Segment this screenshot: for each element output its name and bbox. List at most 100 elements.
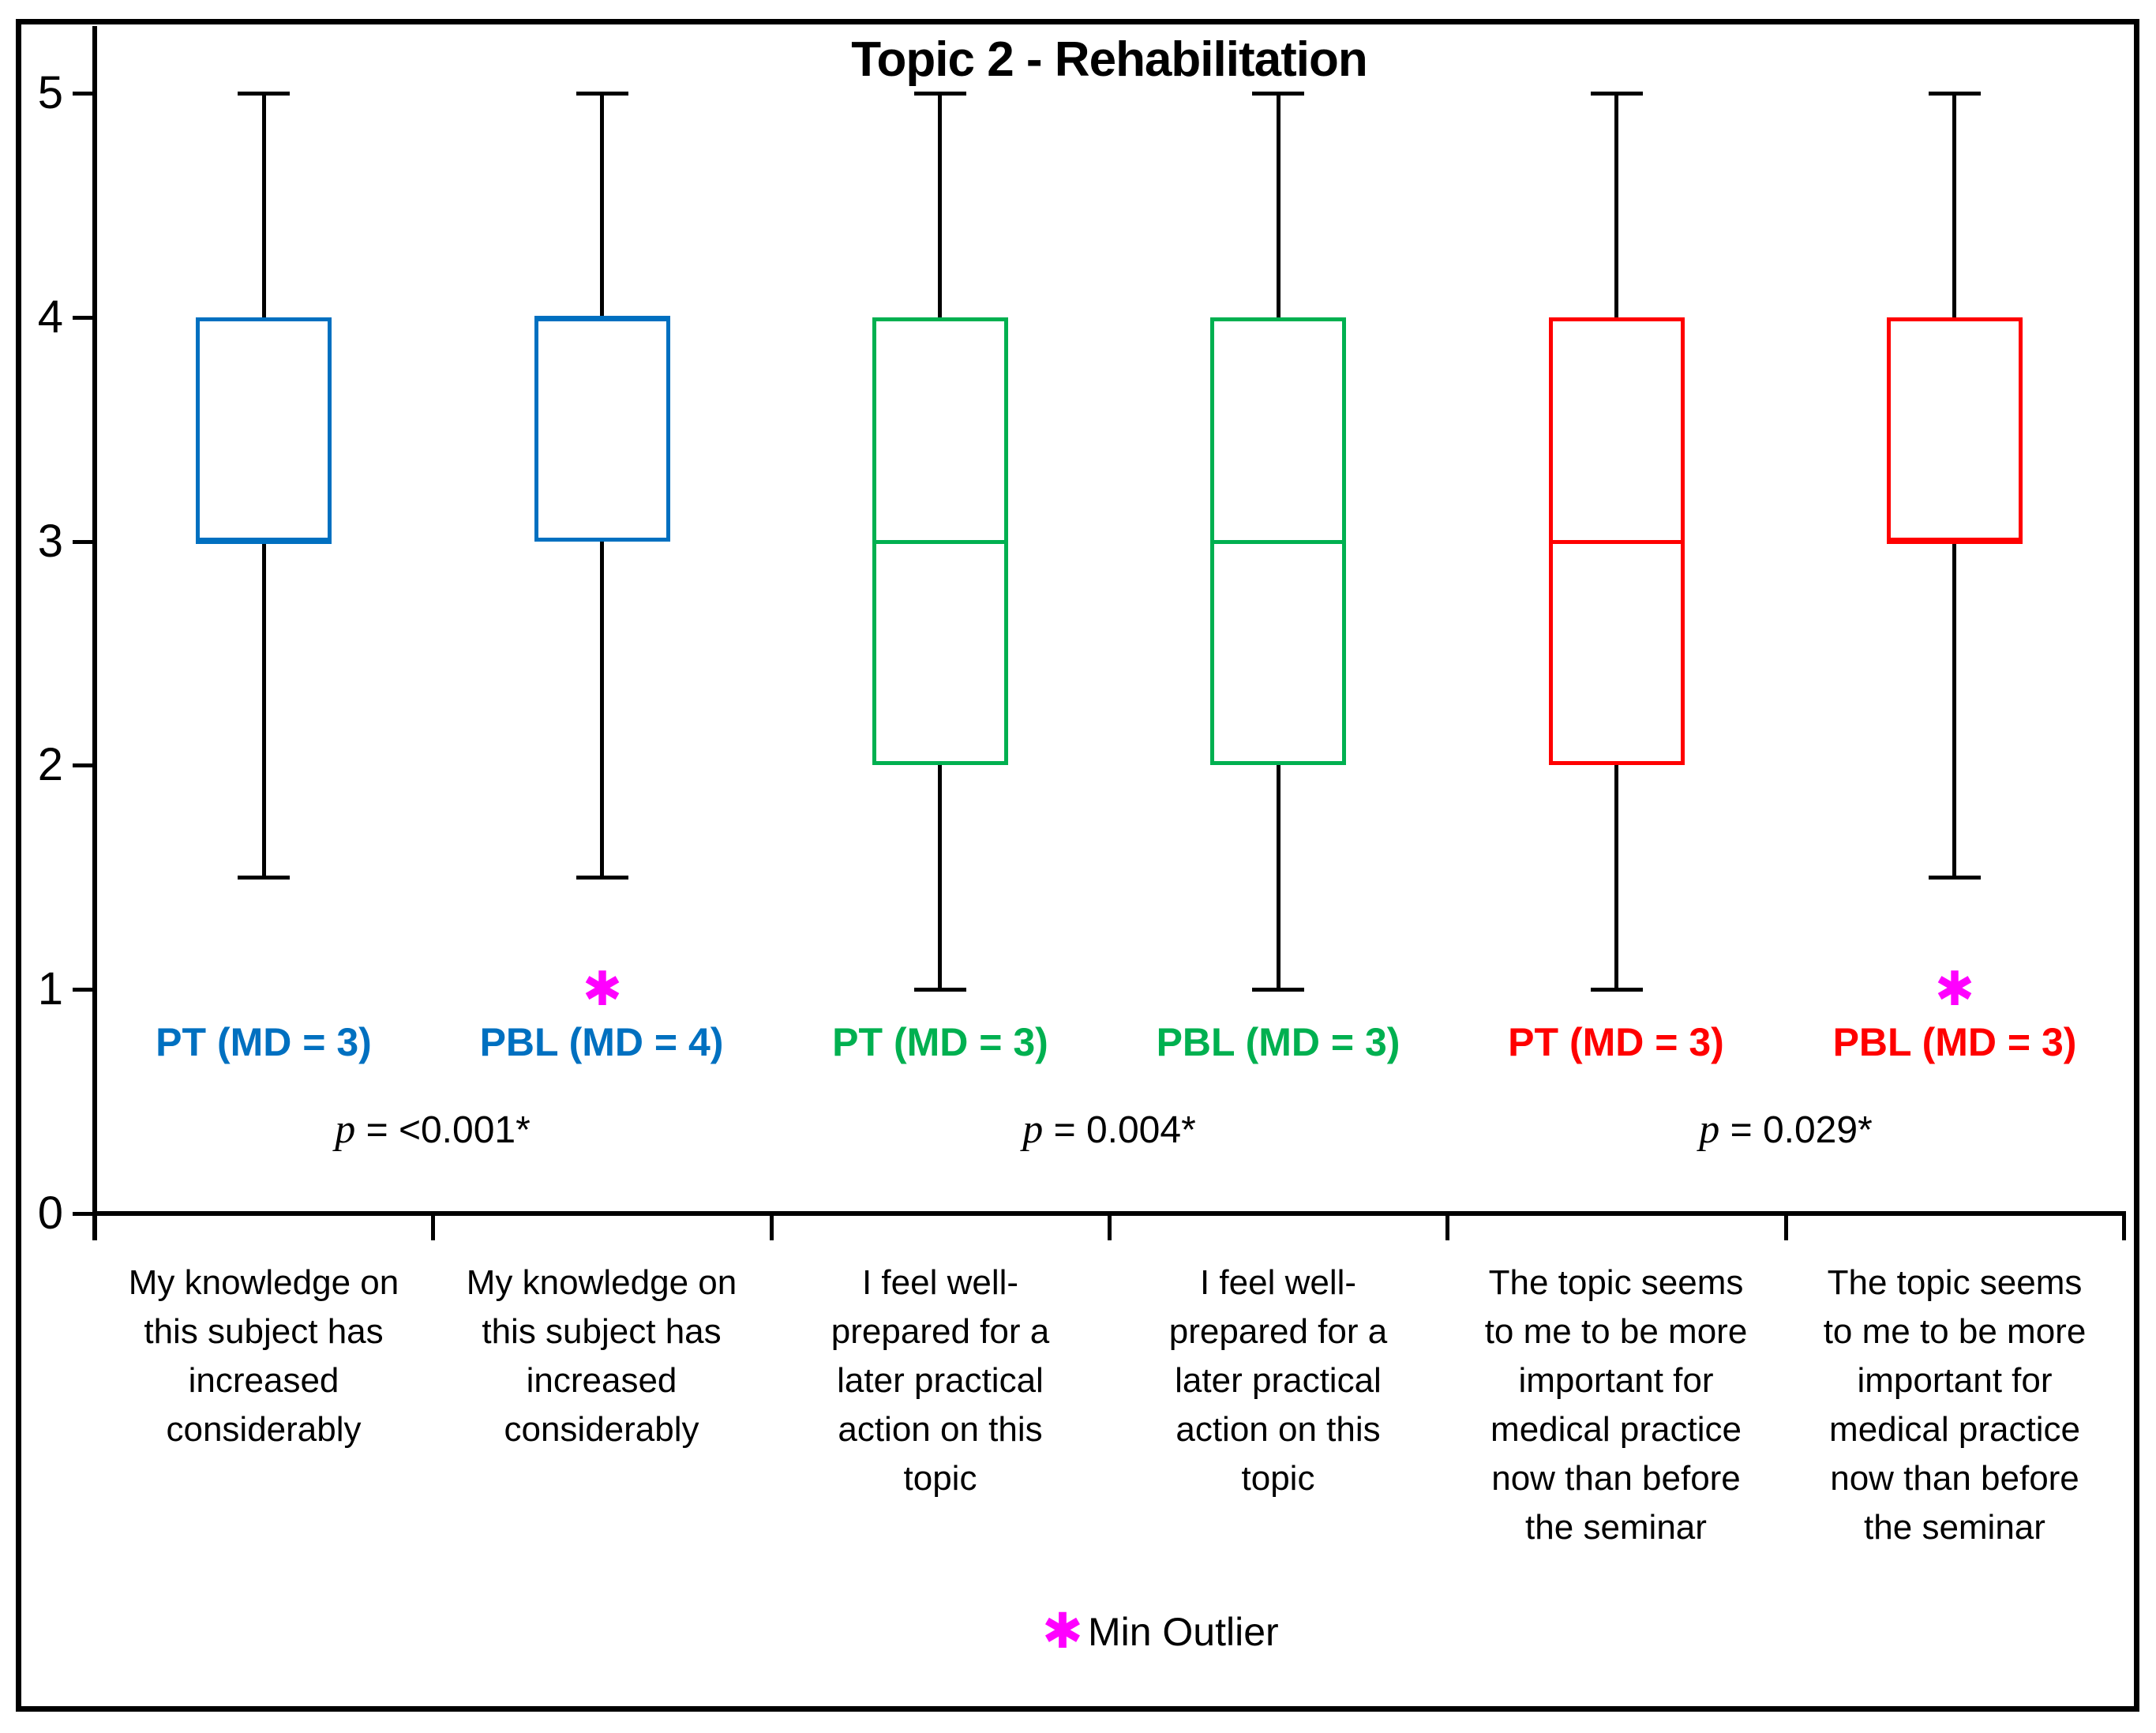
- whisker-upper: [1614, 93, 1618, 317]
- category-label-line: prepared for a: [1168, 1312, 1388, 1351]
- outlier-marker-icon: ✱: [582, 962, 623, 1015]
- whisker-lower: [600, 542, 604, 877]
- y-axis-tick-label: 5: [37, 67, 63, 118]
- whisker-upper: [1277, 93, 1280, 317]
- whisker-lower: [1277, 765, 1280, 989]
- x-axis-tick: [770, 1213, 774, 1240]
- category-label-line: increased: [526, 1361, 677, 1400]
- whisker-cap-lower: [1252, 988, 1304, 992]
- whisker-cap-lower: [576, 876, 628, 880]
- whisker-cap-upper: [1252, 92, 1304, 96]
- category-label: I feel well-prepared for a later practica…: [1109, 1258, 1447, 1503]
- category-label-line: considerably: [504, 1410, 699, 1449]
- iqr-box: [534, 317, 670, 542]
- category-label-line: The topic seems: [1827, 1263, 2083, 1302]
- whisker-cap-lower: [238, 876, 290, 880]
- category-label-line: medical practice: [1829, 1410, 2080, 1449]
- median-line: [872, 540, 1008, 544]
- group-label: PBL (MD = 3): [1832, 1020, 2077, 1064]
- x-axis-tick: [93, 1213, 97, 1240]
- category-label-line: My knowledge on: [466, 1263, 737, 1302]
- whisker-upper: [1952, 93, 1956, 317]
- chart-title: Topic 2 - Rehabilitation: [851, 32, 1367, 87]
- median-line: [534, 316, 670, 320]
- iqr-box: [196, 317, 332, 542]
- whisker-lower: [262, 542, 266, 877]
- category-label-line: this subject has: [144, 1312, 384, 1351]
- whisker-upper: [262, 93, 266, 317]
- group-label: PT (MD = 3): [156, 1020, 372, 1064]
- y-axis-tick-label: 0: [37, 1187, 63, 1239]
- category-label-line: prepared for a: [831, 1312, 1050, 1351]
- category-label: I feel well-prepared for a later practica…: [771, 1258, 1109, 1503]
- x-axis-tick: [1108, 1213, 1112, 1240]
- category-label-line: important for: [1518, 1361, 1714, 1400]
- category-label-line: later practical: [837, 1361, 1044, 1400]
- category-label-line: medical practice: [1490, 1410, 1742, 1449]
- p-value-label: p = <0.001*: [335, 1107, 531, 1152]
- whisker-cap-upper: [238, 92, 290, 96]
- y-axis-tick-label: 2: [37, 739, 63, 790]
- y-axis-tick: [73, 540, 95, 544]
- y-axis-tick-label: 3: [37, 516, 63, 567]
- category-label-line: topic: [903, 1459, 977, 1498]
- x-axis-tick: [1445, 1213, 1449, 1240]
- median-line: [196, 540, 332, 544]
- category-label-line: I feel well-: [1199, 1263, 1357, 1302]
- whisker-cap-upper: [1929, 92, 1981, 96]
- group-label: PT (MD = 3): [1508, 1020, 1724, 1064]
- category-label: My knowledge on this subject has increased…: [95, 1258, 433, 1454]
- y-axis-line: [92, 26, 97, 1240]
- category-label-line: increased: [188, 1361, 339, 1400]
- category-label-line: the seminar: [1864, 1508, 2045, 1547]
- group-label: PBL (MD = 3): [1156, 1020, 1400, 1064]
- y-axis-tick-label: 4: [37, 291, 63, 343]
- whisker-cap-upper: [1591, 92, 1643, 96]
- legend: ✱ Min Outlier: [1042, 1607, 1279, 1656]
- category-label-line: this subject has: [482, 1312, 722, 1351]
- category-label-line: action on this: [838, 1410, 1043, 1449]
- y-axis-tick: [73, 988, 95, 992]
- category-label-line: action on this: [1175, 1410, 1381, 1449]
- whisker-upper: [938, 93, 942, 317]
- y-axis-tick: [73, 92, 95, 96]
- whisker-cap-upper: [914, 92, 966, 96]
- p-value-label: p = 0.029*: [1699, 1107, 1873, 1152]
- p-value-label: p = 0.004*: [1022, 1107, 1196, 1152]
- iqr-box: [1887, 317, 2023, 542]
- whisker-cap-lower: [1929, 876, 1981, 880]
- median-line: [1887, 540, 2023, 544]
- category-label-line: to me to be more: [1823, 1312, 2087, 1351]
- y-axis-tick: [73, 1212, 95, 1216]
- category-label-line: considerably: [166, 1410, 362, 1449]
- category-label-line: now than before: [1830, 1459, 2079, 1498]
- whisker-cap-lower: [1591, 988, 1643, 992]
- category-label-line: topic: [1241, 1459, 1315, 1498]
- whisker-cap-lower: [914, 988, 966, 992]
- category-label-line: I feel well-: [861, 1263, 1019, 1302]
- category-label-line: My knowledge on: [128, 1263, 399, 1302]
- x-axis-tick: [1784, 1213, 1788, 1240]
- x-axis-tick: [2122, 1213, 2126, 1240]
- x-axis-tick: [431, 1213, 435, 1240]
- whisker-lower: [1952, 542, 1956, 877]
- whisker-upper: [600, 93, 604, 317]
- y-axis-tick: [73, 763, 95, 767]
- category-label-line: the seminar: [1525, 1508, 1707, 1547]
- legend-label: Min Outlier: [1087, 1610, 1279, 1654]
- category-label: The topic seems to me to be more important…: [1786, 1258, 2124, 1552]
- category-label-line: later practical: [1175, 1361, 1382, 1400]
- median-line: [1210, 540, 1346, 544]
- category-label-line: now than before: [1491, 1459, 1741, 1498]
- category-label-line: to me to be more: [1484, 1312, 1748, 1351]
- figure-border: [16, 19, 2139, 1712]
- group-label: PBL (MD = 4): [479, 1020, 724, 1064]
- category-label: My knowledge on this subject has increased…: [433, 1258, 771, 1454]
- y-axis-tick-label: 1: [37, 963, 63, 1015]
- category-label-line: important for: [1857, 1361, 2053, 1400]
- y-axis-tick: [73, 316, 95, 320]
- whisker-lower: [938, 765, 942, 989]
- min-outlier-marker-icon: ✱: [1042, 1604, 1083, 1659]
- whisker-cap-upper: [576, 92, 628, 96]
